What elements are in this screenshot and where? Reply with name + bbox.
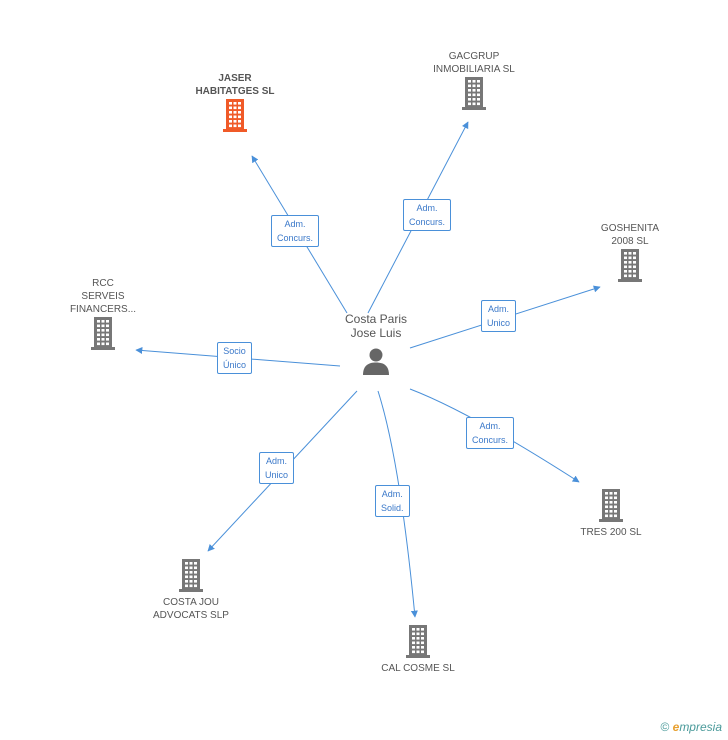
relation-label-gacgrup[interactable]: Adm. Concurs. <box>403 199 452 231</box>
brand-name: mpresia <box>679 720 722 734</box>
company-name: RCC <box>92 278 114 289</box>
relation-label-calcosme[interactable]: Adm. Solid. <box>375 485 410 517</box>
building-icon <box>570 248 690 282</box>
company-name: GOSHENITA <box>600 223 660 234</box>
relation-label-jaser[interactable]: Adm. Concurs. <box>271 215 320 247</box>
relation-role: Adm. <box>488 304 510 314</box>
relation-type: Concurs. <box>277 233 314 243</box>
relation-type: Concurs. <box>409 217 446 227</box>
company-name: SERVEIS <box>81 291 125 302</box>
relation-type: Unico <box>487 318 511 328</box>
person-icon <box>363 348 389 375</box>
footer-brand: © empresia <box>660 720 722 734</box>
building-icon <box>175 98 295 132</box>
building-icon <box>551 488 671 522</box>
company-name: GACGRUP <box>448 51 500 62</box>
company-name: INMOBILIARIA SL <box>433 64 515 75</box>
company-node-gacgrup[interactable]: GACGRUP INMOBILIARIA SL <box>414 50 534 110</box>
relation-role: Adm. <box>416 203 438 213</box>
company-name: CAL COSME SL <box>381 663 455 674</box>
company-node-goshenita[interactable]: GOSHENITA 2008 SL <box>570 222 690 282</box>
building-icon <box>131 558 251 592</box>
copyright-symbol: © <box>660 720 670 734</box>
company-node-jaser[interactable]: JASER HABITATGES SL <box>175 72 295 132</box>
building-icon <box>414 76 534 110</box>
company-name: FINANCERS... <box>69 304 137 315</box>
building-icon <box>43 316 163 350</box>
relation-role: Adm. <box>284 219 306 229</box>
relation-role: Adm. <box>266 456 288 466</box>
person-name-line2: Jose Luis <box>350 326 402 340</box>
company-node-tres200[interactable]: TRES 200 SL <box>551 488 671 539</box>
center-person-node[interactable]: Costa Paris Jose Luis <box>318 312 434 376</box>
company-node-calcosme[interactable]: CAL COSME SL <box>358 624 478 675</box>
relation-label-goshenita[interactable]: Adm. Unico <box>481 300 517 332</box>
relation-role: Socio <box>223 346 246 356</box>
relation-type: Único <box>223 360 247 370</box>
company-name: 2008 SL <box>611 236 649 247</box>
edge-calcosme <box>377 390 418 618</box>
relation-role: Adm. <box>381 489 403 499</box>
building-icon <box>358 624 478 658</box>
company-name: HABITATGES SL <box>195 86 275 97</box>
company-name: TRES 200 SL <box>580 527 642 538</box>
relation-type: Concurs. <box>472 435 509 445</box>
relation-type: Solid. <box>381 503 404 513</box>
relation-label-rcc[interactable]: Socio Único <box>217 342 253 374</box>
company-node-costajou[interactable]: COSTA JOU ADVOCATS SLP <box>131 558 251 622</box>
relation-type: Unico <box>265 470 289 480</box>
relation-label-costajou[interactable]: Adm. Unico <box>259 452 295 484</box>
company-name: ADVOCATS SLP <box>153 610 229 621</box>
person-name-line1: Costa Paris <box>344 312 408 326</box>
brand-logo-e: e <box>672 720 680 734</box>
company-name: JASER <box>218 73 252 84</box>
company-node-rcc[interactable]: RCC SERVEIS FINANCERS... <box>43 277 163 350</box>
relation-label-tres200[interactable]: Adm. Concurs. <box>466 417 515 449</box>
relation-role: Adm. <box>479 421 501 431</box>
company-name: COSTA JOU <box>163 597 219 608</box>
